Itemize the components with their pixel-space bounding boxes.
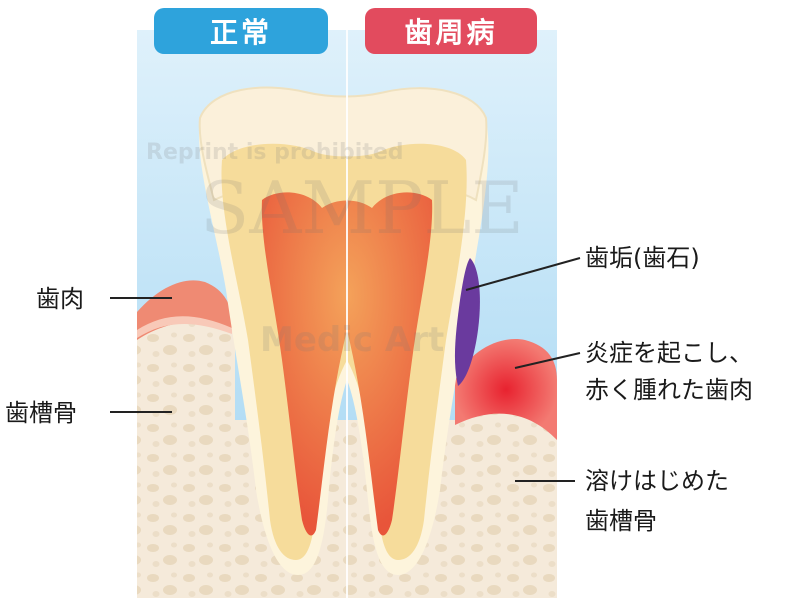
leader-inflamed-gum [514,352,581,369]
leader-plaque [465,257,581,291]
label-inflamed-gum-line2: 赤く腫れた歯肉 [585,376,753,404]
header-normal: 正常 [154,8,328,54]
header-periodontal: 歯周病 [365,8,537,54]
label-alveolar-bone: 歯槽骨 [5,399,77,427]
plaque-deposit [454,258,480,386]
label-inflamed-gum-line1: 炎症を起こし、 [585,339,753,367]
alveolar-bone-normal [137,306,235,598]
label-gum: 歯肉 [36,285,84,313]
label-dissolving-bone-line1: 溶けはじめた [585,467,729,495]
label-plaque: 歯垢(歯石) [585,244,700,272]
alveolar-bone-periodontal [455,407,557,598]
tooth-pulp [261,192,433,536]
label-dissolving-bone-line2: 歯槽骨 [585,507,657,535]
